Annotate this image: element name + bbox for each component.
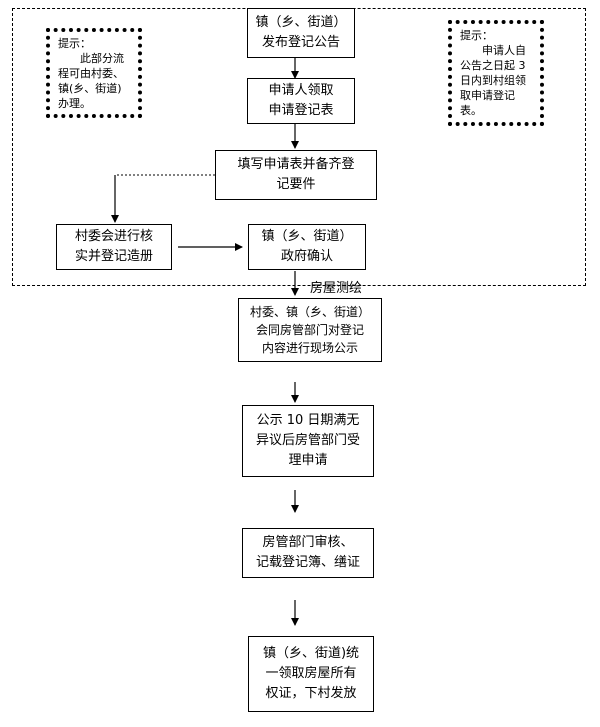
tip-left: 提示： 此部分流程可由村委、镇(乡、街道)办理。 [46, 28, 142, 118]
tip-right-title: 提示： [460, 29, 493, 42]
step-review: 房管部门审核、 记载登记簿、缮证 [242, 528, 374, 578]
step-site-publicity: 村委、镇（乡、街道） 会同房管部门对登记 内容进行现场公示 [238, 298, 382, 362]
edge-label-survey: 房屋测绘 [310, 281, 363, 296]
step-announce: 镇（乡、街道） 发布登记公告 [247, 8, 355, 58]
tip-left-body: 此部分流程可由村委、镇(乡、街道)办理。 [58, 52, 124, 110]
step-collect-form: 申请人领取 申请登记表 [247, 78, 355, 124]
step-fill-form: 填写申请表并备齐登 记要件 [215, 150, 377, 200]
tip-right-body: 申请人自公告之日起 3 日内到村组领取申请登记表。 [460, 44, 526, 117]
tip-right: 提示： 申请人自公告之日起 3 日内到村组领取申请登记表。 [448, 20, 544, 126]
step-village-verify: 村委会进行核 实并登记造册 [56, 224, 172, 270]
step-accept: 公示 10 日期满无 异议后房管部门受 理申请 [242, 405, 374, 477]
step-distribute: 镇（乡、街道)统 一领取房屋所有 权证，下村发放 [248, 636, 374, 712]
step-town-confirm: 镇（乡、街道） 政府确认 [248, 224, 366, 270]
tip-left-title: 提示： [58, 37, 91, 50]
